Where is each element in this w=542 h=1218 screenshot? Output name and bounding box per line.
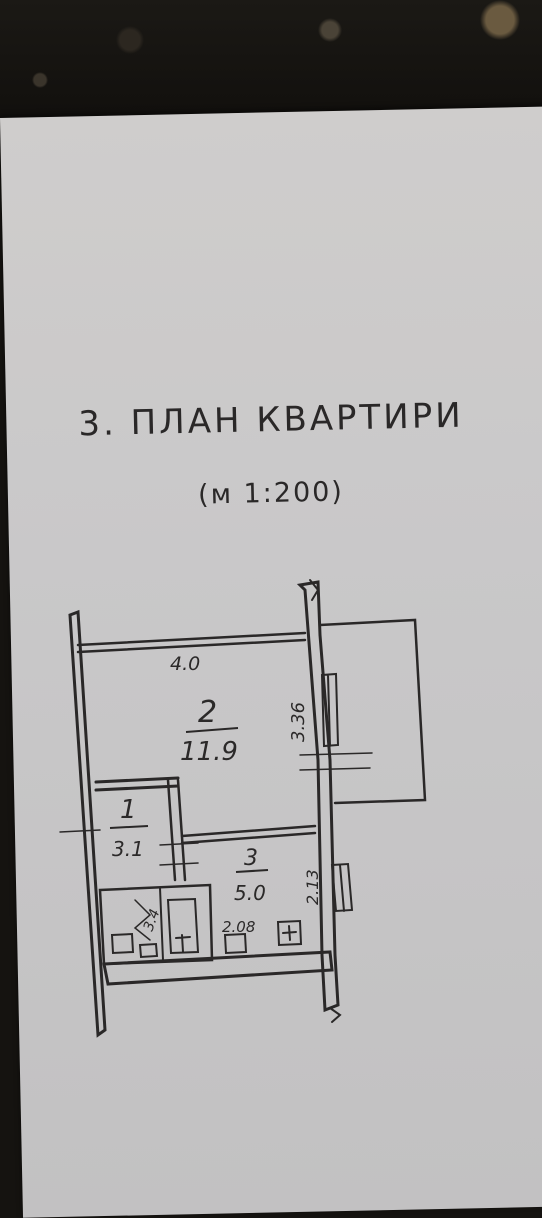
bath-fixture-mark [175,934,191,953]
room-1-top-wall [94,776,180,792]
room-2-number: 2 [198,695,217,730]
room-1-number: 1 [120,795,137,825]
dim-room-3-depth: 2.13 [303,869,322,905]
top-wall [76,631,307,654]
room-1-door-marks [159,842,199,866]
kitchen-sink-outline [223,932,248,955]
stove-outline [276,919,303,947]
room-3-top-wall [180,824,317,845]
room-2-fraction-bar [185,727,239,733]
dim-top-width: 4.0 [170,653,200,675]
window-room-2 [320,672,340,748]
dim-corridor-width: 3.4 [141,907,164,933]
balcony-outline [318,618,427,805]
dim-bath-width: 2.08 [222,918,255,936]
entrance-mark [59,829,101,833]
wet-zone-partition [159,887,164,961]
left-outer-wall [68,609,107,1038]
bathtub-outline [166,897,200,955]
dim-room-2-depth: 3.36 [288,702,309,742]
room-3-area: 5.0 [234,881,266,905]
stair-hatching [133,899,152,941]
room-2-area: 11.9 [180,737,238,767]
sink-outline [138,942,159,959]
room-1-area: 3.1 [112,837,144,861]
window-room-3 [330,862,354,913]
wall-break-top [309,579,320,601]
toilet-outline [110,932,135,955]
balcony-door-marks [299,752,373,771]
floor-plan-drawing: 4.0 2 11.9 3.36 1 3.1 3 5.0 2.13 2.08 3.… [59,579,427,1038]
right-outer-wall [296,580,340,1013]
wall-break-bottom [329,1007,342,1023]
room-3-number: 3 [244,846,258,871]
stove-burner-mark [282,925,297,941]
room-1-fraction-bar [109,825,149,829]
bottom-wall [102,950,334,986]
wet-zone-walls [98,883,214,966]
room-3-fraction-bar [235,869,269,873]
